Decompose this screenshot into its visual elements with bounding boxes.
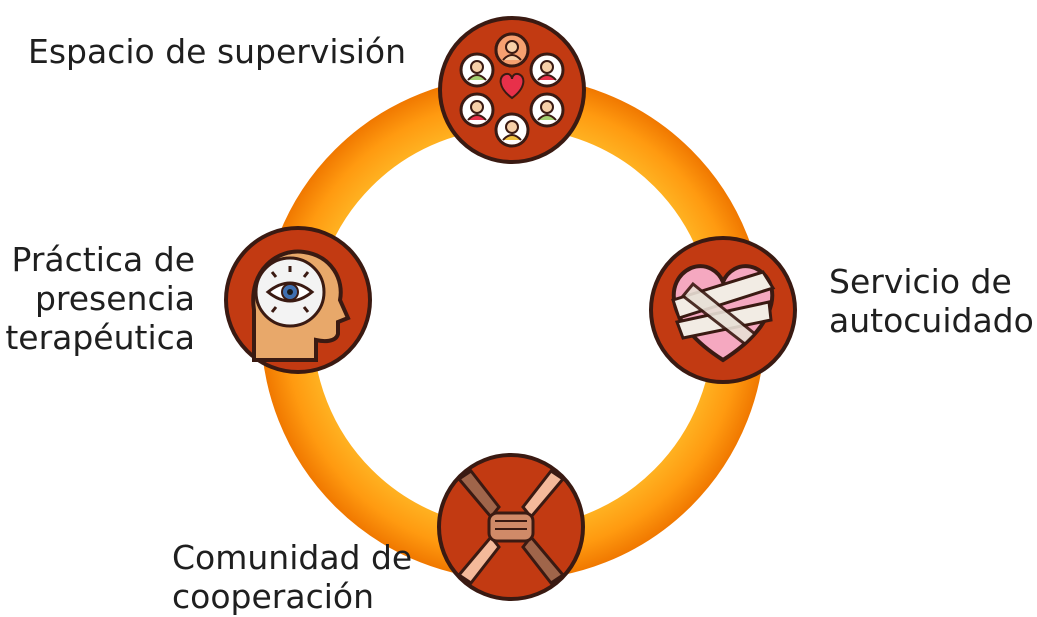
label-line: autocuidado (829, 301, 1034, 340)
node-left (224, 226, 372, 374)
node-top (438, 16, 586, 164)
node-bottom (437, 453, 585, 601)
label-line: presencia (34, 279, 195, 318)
people-circle-heart-icon (459, 32, 565, 148)
head-eye-icon (251, 249, 351, 362)
label-servicio-autocuidado: Servicio de autocuidado (829, 262, 1034, 340)
label-practica-presencia: Práctica de presencia terapéutica (5, 240, 195, 357)
label-line: Servicio de (829, 262, 1012, 301)
label-comunidad-cooperacion: Comunidad de cooperación (172, 538, 412, 616)
label-line: terapéutica (5, 318, 195, 357)
bandaged-heart-icon (671, 264, 776, 363)
label-line: cooperación (172, 577, 374, 616)
joined-hands-icon (456, 468, 566, 586)
node-right (649, 236, 797, 384)
label-line: Espacio de supervisión (28, 32, 407, 71)
label-line: Comunidad de (172, 538, 413, 577)
label-espacio-supervision: Espacio de supervisión (28, 32, 406, 71)
label-line: Práctica de (11, 240, 195, 279)
